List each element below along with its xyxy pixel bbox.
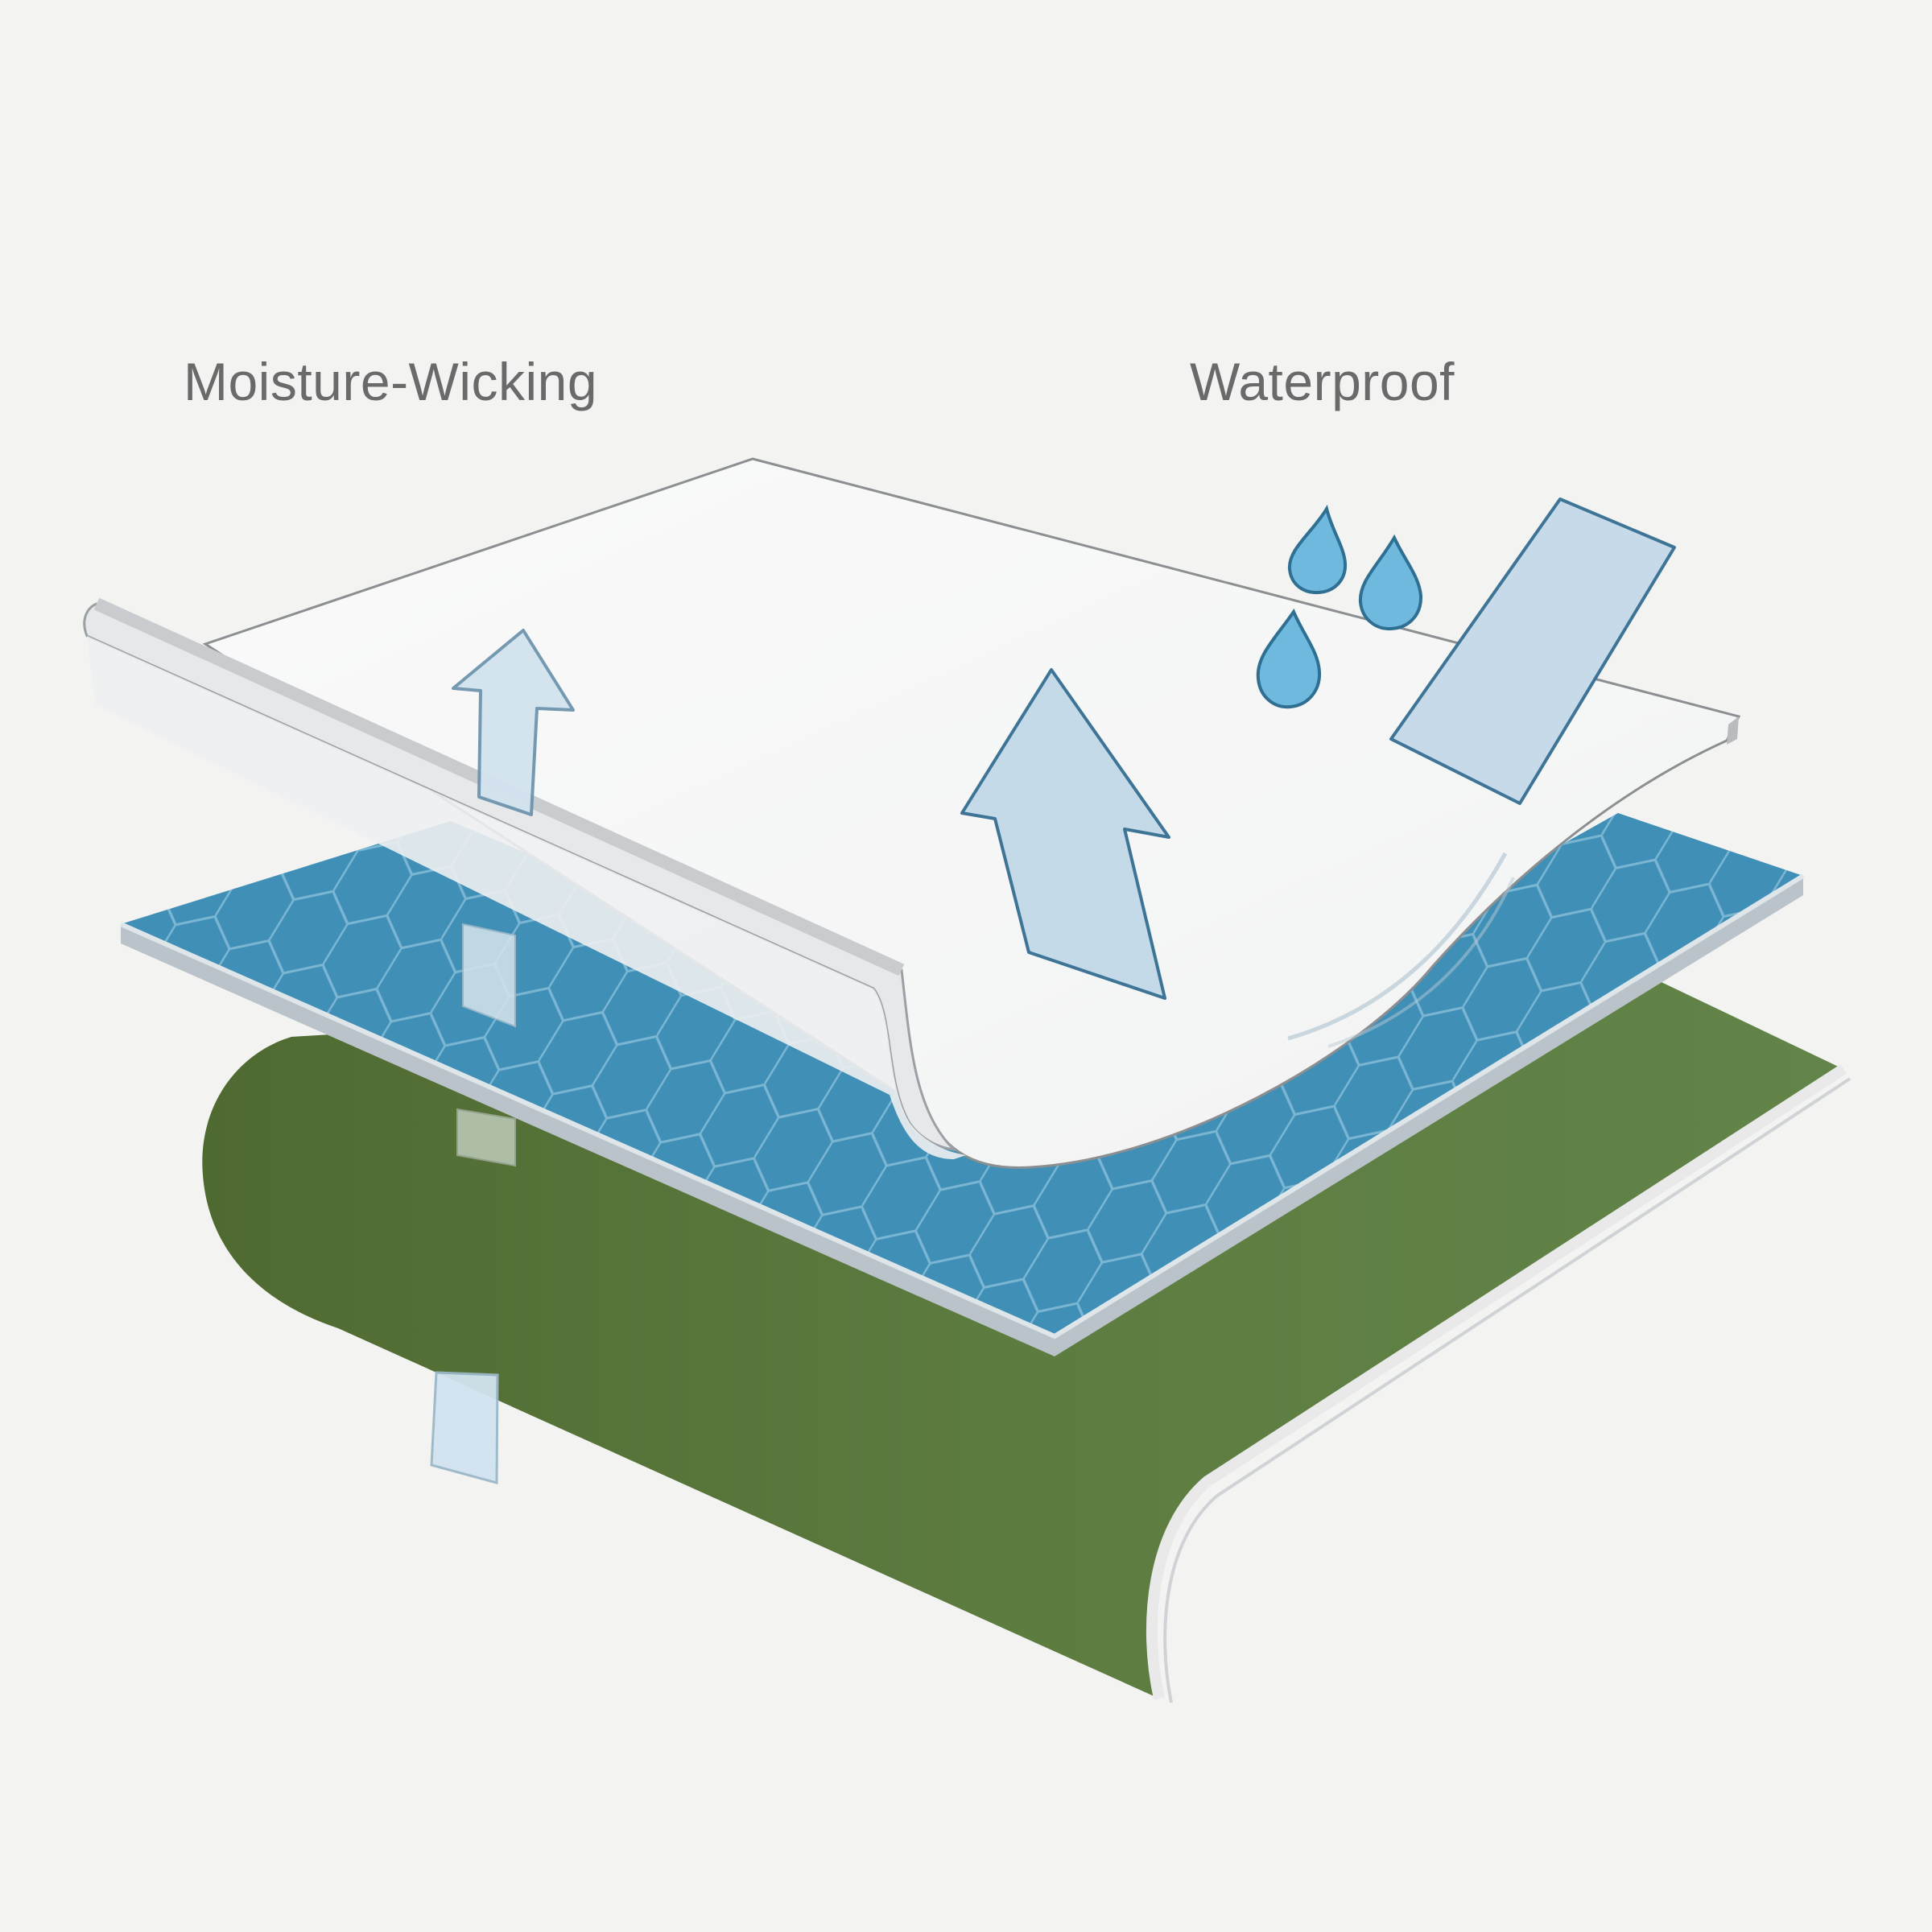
wicking-arrow-middle <box>456 923 516 1167</box>
waterproof-panel <box>1389 497 1676 805</box>
wicking-arrow-bottom <box>430 1371 499 1484</box>
water-drops <box>1256 504 1423 709</box>
water-drop-icon <box>1256 608 1322 709</box>
wicking-arrow-top <box>452 629 575 816</box>
water-drop-icon <box>1358 534 1423 631</box>
wicking-arrow-large <box>960 668 1170 1000</box>
water-drop-icon <box>1287 504 1348 595</box>
waterproof-label: Waterproof <box>1190 352 1455 411</box>
moisture-wicking-label: Moisture-Wicking <box>184 352 598 411</box>
